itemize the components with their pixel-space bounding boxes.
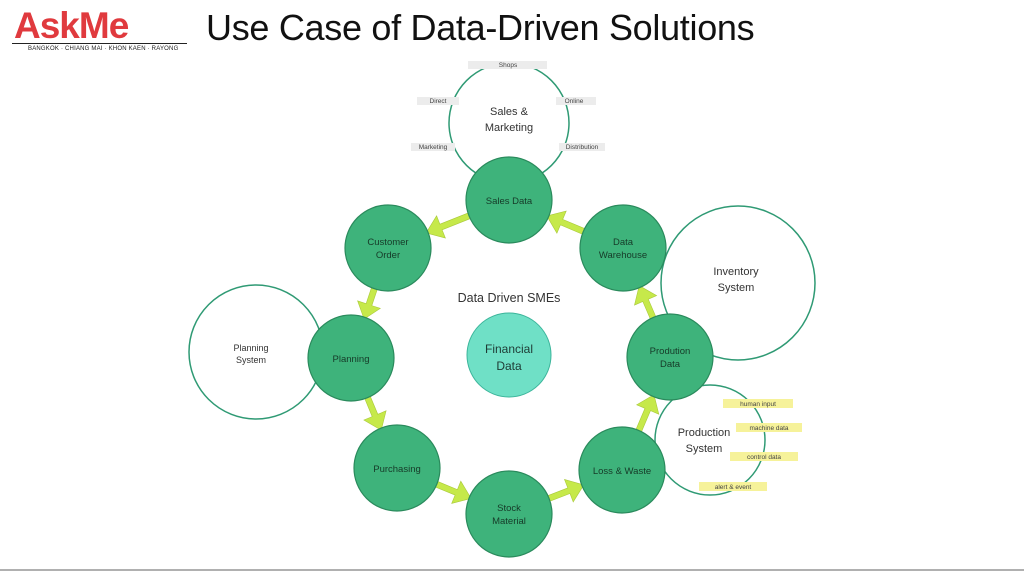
tag-distribution: Distribution [566,144,599,151]
arrow-loss-waste-to-prodution-data [634,394,660,434]
arrow-sales-data-to-customer-order [425,211,473,239]
inventory-system-label-line1: Inventory [713,266,759,278]
node-planning: Planning [307,314,395,402]
tag-marketing: Marketing [419,144,448,151]
node-label-data-warehouse-2: Warehouse [599,250,647,261]
tag-direct: Direct [430,98,447,105]
node-circle-stock-material [465,470,553,558]
tag-human-input: human input [740,401,776,408]
node-circle-sales-data [465,156,553,244]
node-circle-purchasing [353,424,441,512]
financial-data-label-line2: Data [496,359,522,373]
inventory-system-label-line2: System [718,282,755,294]
sales-marketing-label-line1: Sales & [490,106,529,118]
node-label-customer-order-1: Customer [367,237,408,248]
node-circle-planning [307,314,395,402]
node-label-prodution-data-1: Prodution [650,346,691,357]
tag-control-data: control data [747,454,781,461]
production-system-circle [654,384,766,496]
slide-title: Use Case of Data-Driven Solutions [206,7,755,48]
system-labels: Sales & Marketing Inventory System Plann… [233,106,759,455]
node-purchasing: Purchasing [353,424,441,512]
tag-alert-event-bg [699,482,767,491]
cycle-nodes: Sales DataCustomerOrderPlanningPurchasin… [307,156,714,558]
tag-control-data-bg [730,452,798,461]
tag-alert-event: alert & event [715,484,752,491]
logo-brand: AskMe [14,5,129,46]
tag-human-input-bg [723,399,793,408]
sales-tags: Shops Direct Online Marketing Distributi… [411,61,605,151]
node-circle-data-warehouse [579,204,667,292]
tag-online: Online [565,98,584,105]
node-label-customer-order-2: Order [376,250,400,261]
planning-system-label-line1: Planning [233,343,268,353]
node-circle-loss-waste [578,426,666,514]
tag-direct-bg [417,97,459,105]
tag-shops-bg [468,61,547,69]
sales-marketing-label-line2: Marketing [485,122,533,134]
node-circle-prodution-data [626,313,714,401]
tag-marketing-bg [411,143,455,151]
planning-system-label-line2: System [236,355,266,365]
financial-data-label-line1: Financial [485,342,533,356]
node-label-stock-material-2: Material [492,516,526,527]
node-label-stock-material-1: Stock [497,503,521,514]
financial-data-node [466,312,552,398]
node-label-data-warehouse-1: Data [613,237,634,248]
node-label-planning-1: Planning [333,354,370,365]
arrow-prodution-data-to-data-warehouse [634,285,658,321]
tag-online-bg [556,97,596,105]
logo-tagline: BANGKOK · CHIANG MAI · KHON KAEN · RAYON… [28,46,179,52]
bottom-border [0,569,1024,571]
system-circles [188,62,816,496]
production-tags: human input machine data control data al… [699,399,802,491]
node-label-prodution-data-2: Data [660,359,681,370]
tag-machine-data: machine data [749,425,788,432]
arrow-stock-material-to-loss-waste [545,479,585,503]
production-system-label-line1: Production [678,427,731,439]
tag-distribution-bg [559,143,605,151]
cycle-arrows [357,210,660,504]
production-system-label-line2: System [686,443,723,455]
arrow-purchasing-to-stock-material [433,480,472,504]
node-sales-data: Sales Data [465,156,553,244]
center-label: Data Driven SMEs [458,291,561,305]
tag-machine-data-bg [736,423,802,432]
tag-shops: Shops [499,62,518,69]
node-label-sales-data-1: Sales Data [486,196,533,207]
node-label-loss-waste-1: Loss & Waste [593,466,651,477]
arrow-data-warehouse-to-sales-data [546,210,587,236]
node-loss-waste: Loss & Waste [578,426,666,514]
logo-underline [12,43,187,44]
inventory-system-circle [660,205,816,361]
node-label-purchasing-1: Purchasing [373,464,421,475]
node-circle-customer-order [344,204,432,292]
arrow-customer-order-to-planning [357,285,381,320]
arrow-planning-to-purchasing [363,394,387,431]
askme-logo: AskMe BANGKOK · CHIANG MAI · KHON KAEN ·… [8,5,193,58]
